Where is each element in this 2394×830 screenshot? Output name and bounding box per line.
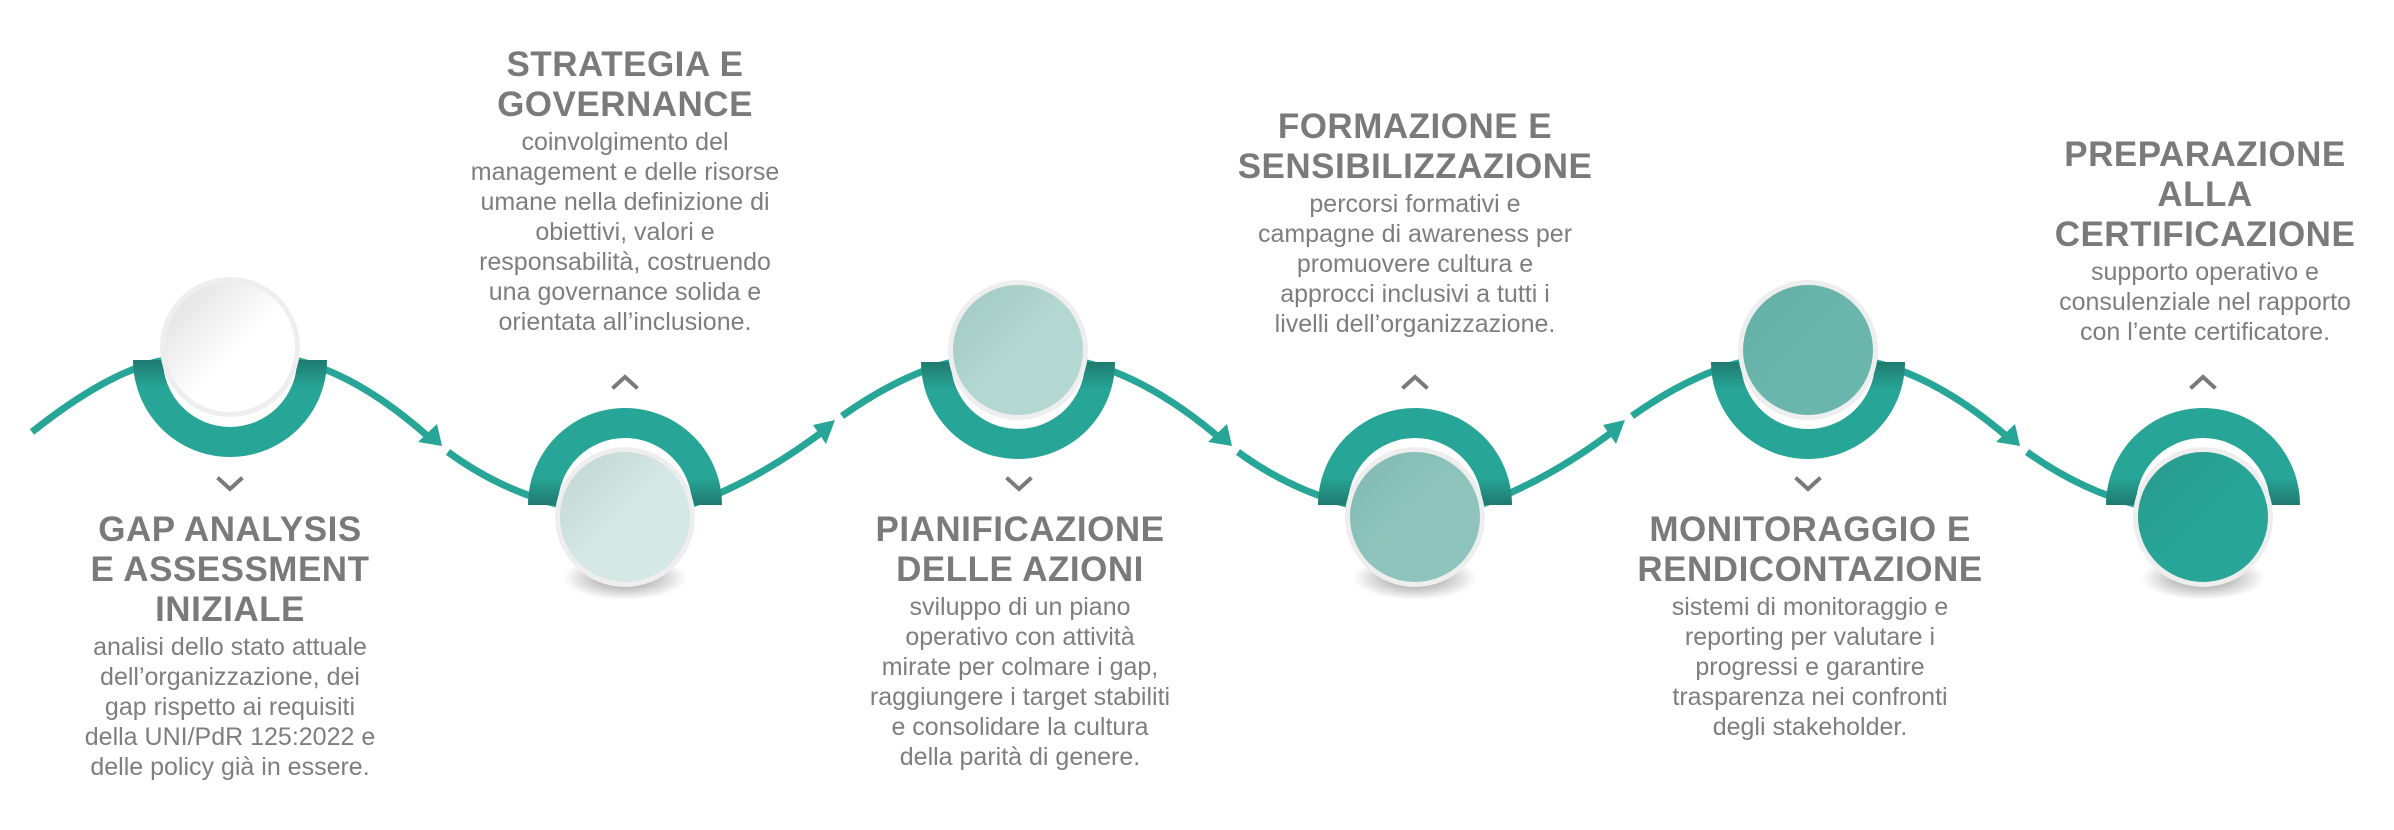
ring-arc: [133, 360, 327, 457]
step-title: GAP ANALYSIS E ASSESSMENT INIZIALE: [90, 510, 370, 629]
step-title: STRATEGIA E GOVERNANCE: [497, 45, 753, 124]
arrowheads: [418, 420, 2020, 446]
arrow-icon: [418, 424, 442, 446]
step-1-node: [133, 277, 327, 457]
step-2-circle: [560, 452, 690, 582]
step-title: PREPARAZIONE ALLA CERTIFICAZIONE: [2054, 135, 2356, 254]
step-6-circle: [2138, 452, 2268, 582]
chevron-down-icon: [216, 476, 244, 492]
ring-arc: [528, 408, 722, 505]
step-description: analisi dello stato attuale dell’organiz…: [84, 633, 376, 781]
step-title: FORMAZIONE E SENSIBILIZZAZIONE: [1237, 107, 1593, 186]
step-title: MONITORAGGIO E RENDICONTAZIONE: [1637, 510, 1983, 589]
step-1-text: GAP ANALYSIS E ASSESSMENT INIZIALE anali…: [50, 510, 410, 782]
step-description: percorsi formativi e campagne di awarene…: [1257, 190, 1573, 338]
ring-arc: [1711, 362, 1905, 459]
step-description: coinvolgimento del management e delle ri…: [470, 128, 780, 336]
step-description: supporto operativo e consulenziale nel r…: [2059, 258, 2351, 346]
step-4-node: [1318, 408, 1512, 600]
step-4-text: FORMAZIONE E SENSIBILIZZAZIONE percorsi …: [1225, 107, 1605, 339]
step-6-text: PREPARAZIONE ALLA CERTIFICAZIONE support…: [2020, 135, 2390, 347]
step-2-node: [528, 408, 722, 600]
chevron-up-icon: [1401, 374, 1429, 390]
step-3-node: [921, 280, 1115, 459]
step-2-text: STRATEGIA E GOVERNANCE coinvolgimento de…: [440, 45, 810, 337]
arrow-icon: [1996, 424, 2020, 446]
step-title: PIANIFICAZIONE DELLE AZIONI: [875, 510, 1165, 589]
step-description: sviluppo di un piano operativo con attiv…: [869, 593, 1171, 771]
step-3-text: PIANIFICAZIONE DELLE AZIONI sviluppo di …: [830, 510, 1210, 772]
step-4-circle: [1350, 452, 1480, 582]
step-5-text: MONITORAGGIO E RENDICONTAZIONE sistemi d…: [1620, 510, 2000, 742]
chevron-up-icon: [611, 374, 639, 390]
ring-arc: [1318, 408, 1512, 505]
step-6-node: [2106, 408, 2300, 600]
step-5-circle: [1743, 285, 1873, 415]
chevron-down-icon: [1794, 476, 1822, 492]
chevron-up-icon: [2189, 374, 2217, 390]
arrow-icon: [1603, 420, 1625, 444]
ring-arc: [2106, 408, 2300, 505]
step-description: sistemi di monitoraggio e reporting per …: [1671, 593, 1949, 741]
step-1-circle: [165, 282, 295, 412]
step-3-circle: [953, 285, 1083, 415]
step-5-node: [1711, 280, 1905, 459]
arrow-icon: [813, 420, 835, 444]
arrow-icon: [1208, 424, 1232, 446]
chevron-down-icon: [1005, 476, 1033, 492]
ring-arc: [921, 362, 1115, 459]
